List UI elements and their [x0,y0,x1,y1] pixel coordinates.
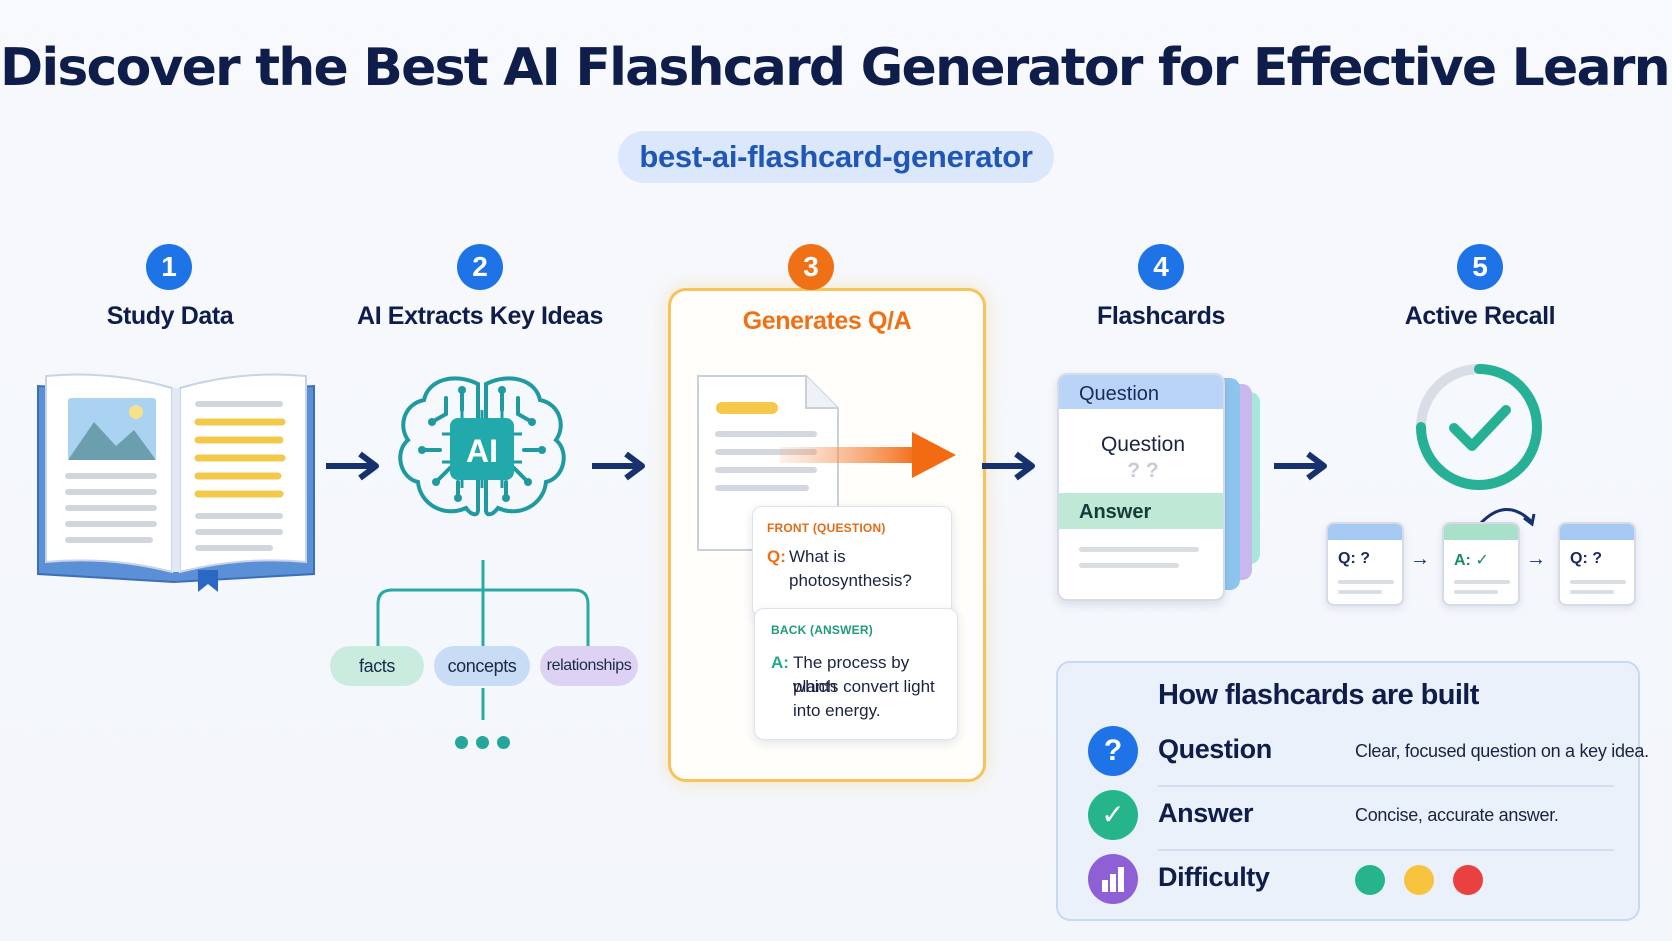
step-4-label: Flashcards [1096,302,1225,330]
recall-arrow-icon: → [1410,548,1430,570]
legend-panel: How flashcards are built ? Question Clea… [1056,661,1649,921]
page-title: Discover the Best AI Flashcard Generator… [0,38,1672,98]
pill-concepts: concepts [434,646,530,686]
question-icon: ? [1088,726,1138,776]
front-question-card: FRONT (QUESTION) Q: What is photosynthes… [752,506,952,618]
tree-connector [376,560,590,720]
back-tag: BACK (ANSWER) [771,623,873,637]
open-book-icon [37,373,315,592]
legend-desc: Concise, accurate answer. [1355,805,1559,825]
slug-badge: best-ai-flashcard-generator [618,131,1054,183]
bar-chart-icon [1088,854,1138,904]
step-5-badge: 5 [1457,244,1503,290]
answer-line: into energy. [793,701,881,720]
flashcard-question: Question [1100,433,1186,456]
flashcard-answer-bar [1059,493,1223,529]
legend-desc: Clear, focused question on a key idea. [1355,741,1649,761]
legend-title: How flashcards are built [1158,679,1479,711]
arrow-right-icon [1274,451,1327,481]
difficulty-medium-dot [1404,865,1434,895]
difficulty-hard-dot [1453,865,1483,895]
progress-check-icon [1416,364,1542,490]
flashcard-header: Question [1079,383,1160,405]
pill-facts: facts [330,646,424,686]
flashcard-front: Question Question ? ? Answer [1057,373,1225,601]
recall-card-question: Q: ? [1326,522,1404,606]
flashcard-answer: Answer [1079,501,1152,523]
pill-relationships: relationships [540,646,638,686]
legend-name: Question [1158,734,1272,764]
step-3-badge: 3 [788,244,834,290]
back-answer-card: BACK (ANSWER) A: The process by which pl… [754,608,958,740]
legend-row-question: ? Question Clear, focused question on a … [1088,721,1649,783]
step-3-label: Generates Q/A [742,307,912,335]
recall-card-text: Q: ? [1338,550,1370,567]
legend-row-answer: ✓ Answer Concise, accurate answer. [1088,785,1614,847]
question-line: photosynthesis? [789,571,912,590]
ai-brain-icon [398,376,566,517]
front-tag: FRONT (QUESTION) [767,521,886,535]
step-1-label: Study Data [106,302,234,330]
arrow-right-icon [592,451,645,481]
legend-name: Difficulty [1158,862,1270,892]
check-icon: ✓ [1088,790,1138,840]
recall-card-text: Q: ? [1570,550,1602,567]
ellipsis-dot [455,736,468,749]
question-line: What is [789,547,846,566]
cycle-arrow-icon [1478,508,1536,527]
step-5-label: Active Recall [1404,302,1556,330]
ellipsis-dot [497,736,510,749]
answer-line-placeholder [1079,563,1179,568]
q-prefix: Q: [767,547,786,566]
legend-row-difficulty: Difficulty [1088,849,1614,911]
question-marks: ? ? [1127,459,1159,482]
legend-divider [1158,785,1614,787]
ellipsis-dot [476,736,489,749]
flashcard-header-bar [1059,375,1223,409]
step-2-label: AI Extracts Key Ideas [357,302,603,330]
step-1-badge: 1 [146,244,192,290]
step-4-badge: 4 [1138,244,1184,290]
a-prefix: A: [771,653,789,672]
legend-divider [1158,849,1614,851]
recall-arrow-icon: → [1526,548,1546,570]
step-2-badge: 2 [457,244,503,290]
answer-line-placeholder [1079,547,1199,552]
difficulty-easy-dot [1355,865,1385,895]
recall-card-answer: A: ✓ [1442,522,1520,606]
arrow-right-icon [982,451,1035,481]
answer-line: The process by which [793,653,910,696]
recall-card-text: A: ✓ [1454,552,1489,569]
generate-arrow-icon [780,432,956,478]
ai-chip-label: AI [466,433,498,469]
arrow-right-icon [326,451,379,481]
recall-card-question: Q: ? [1558,522,1636,606]
answer-line: plants convert light [793,677,935,696]
legend-name: Answer [1158,798,1254,828]
